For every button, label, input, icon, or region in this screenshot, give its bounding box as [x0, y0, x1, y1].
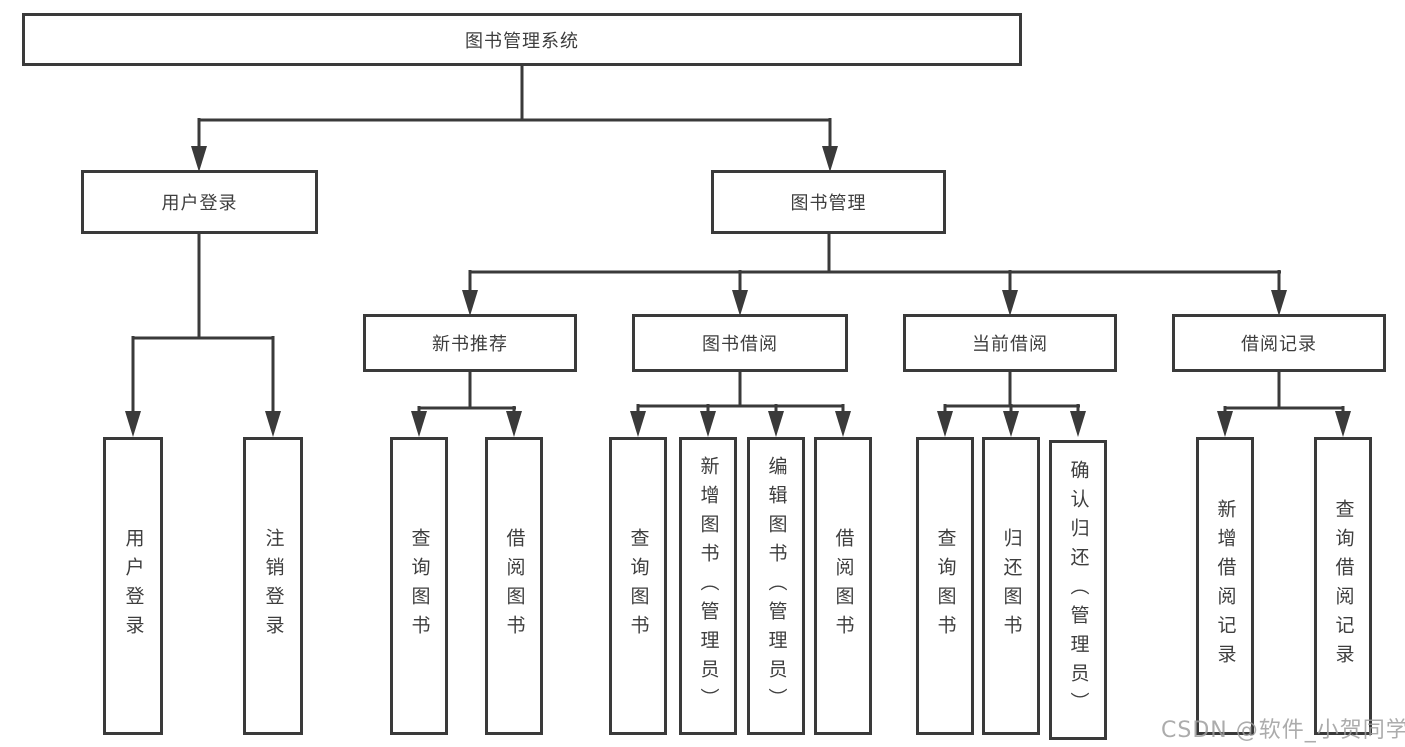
arrowheads	[125, 146, 1351, 437]
node-user-login-label: 用户登录	[161, 193, 238, 214]
leaf-borrow-query-label: 查询图书	[627, 528, 650, 644]
leaf-records-add-label: 新增借阅记录	[1214, 499, 1237, 673]
leaf-borrow-borrow-label: 借阅图书	[832, 528, 855, 644]
leaf-borrow-edit-admin-label: 编辑图书（管理员）	[765, 455, 788, 717]
node-new-book-recommend-label: 新书推荐	[432, 334, 508, 355]
node-borrow-records: 借阅记录	[1172, 314, 1386, 372]
node-new-book-recommend: 新书推荐	[363, 314, 577, 372]
leaf-logout: 注销登录	[243, 437, 303, 735]
leaf-records-query-label: 查询借阅记录	[1332, 499, 1355, 673]
leaf-current-return-label: 归还图书	[1000, 528, 1023, 644]
leaf-newbook-borrow-label: 借阅图书	[503, 528, 526, 644]
leaf-current-return: 归还图书	[982, 437, 1040, 735]
node-root: 图书管理系统	[22, 13, 1022, 66]
node-user-login: 用户登录	[81, 170, 318, 234]
leaf-borrow-query: 查询图书	[609, 437, 667, 735]
leaf-newbook-query-label: 查询图书	[408, 528, 431, 644]
leaf-borrow-add-admin: 新增图书（管理员）	[679, 437, 737, 735]
csdn-watermark: CSDN @软件_小贺同学	[1161, 718, 1405, 743]
node-book-borrow-label: 图书借阅	[702, 334, 778, 355]
leaf-borrow-edit-admin: 编辑图书（管理员）	[747, 437, 805, 735]
leaf-borrow-borrow: 借阅图书	[814, 437, 872, 735]
node-book-management-label: 图书管理	[790, 193, 867, 214]
leaf-user-login-label: 用户登录	[122, 528, 145, 644]
tree-edges	[131, 64, 1345, 413]
leaf-newbook-query: 查询图书	[390, 437, 448, 735]
leaf-borrow-add-admin-label: 新增图书（管理员）	[697, 455, 720, 717]
node-current-borrow: 当前借阅	[903, 314, 1117, 372]
node-root-label: 图书管理系统	[465, 30, 579, 52]
node-borrow-records-label: 借阅记录	[1241, 334, 1317, 355]
leaf-records-query: 查询借阅记录	[1314, 437, 1372, 735]
leaf-current-confirm-admin-label: 确认归还（管理员）	[1067, 459, 1090, 721]
node-book-borrow: 图书借阅	[632, 314, 848, 372]
leaf-logout-label: 注销登录	[262, 528, 285, 644]
leaf-user-login: 用户登录	[103, 437, 163, 735]
leaf-current-query-label: 查询图书	[934, 528, 957, 644]
leaf-current-confirm-admin: 确认归还（管理员）	[1049, 440, 1107, 740]
node-book-management: 图书管理	[711, 170, 946, 234]
leaf-current-query: 查询图书	[916, 437, 974, 735]
leaf-records-add: 新增借阅记录	[1196, 437, 1254, 735]
leaf-newbook-borrow: 借阅图书	[485, 437, 543, 735]
node-current-borrow-label: 当前借阅	[972, 334, 1048, 355]
